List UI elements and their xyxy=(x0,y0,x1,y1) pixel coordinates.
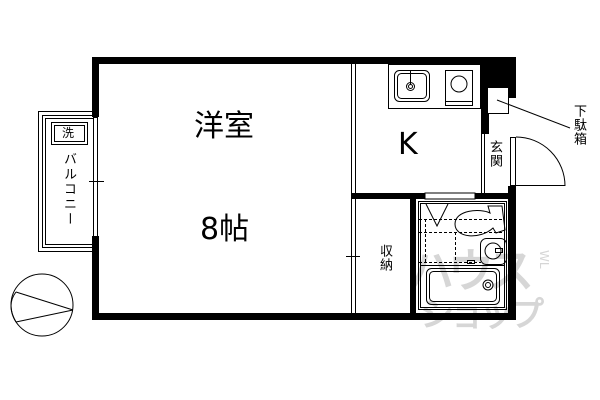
outer-walls xyxy=(92,57,516,320)
washer-label: 洗 xyxy=(62,126,75,140)
compass-icon xyxy=(10,273,74,337)
western-room-name: 洋室 xyxy=(194,109,254,144)
partition xyxy=(346,64,360,313)
western-room-size: 8帖 xyxy=(200,212,250,247)
entrance-area xyxy=(481,87,571,193)
balcony xyxy=(38,111,94,252)
storage-label: 収納 xyxy=(377,244,392,272)
kitchen-label: K xyxy=(398,127,418,162)
unit-bath xyxy=(418,201,507,310)
kitchen-counter xyxy=(388,64,481,109)
balcony-label: バルコニー xyxy=(61,152,76,227)
shoe-box-label: 下駄箱 xyxy=(571,104,586,146)
entrance-label: 玄関 xyxy=(487,140,502,168)
watermark-mark: WL xyxy=(537,250,551,269)
balcony-window xyxy=(93,117,98,237)
